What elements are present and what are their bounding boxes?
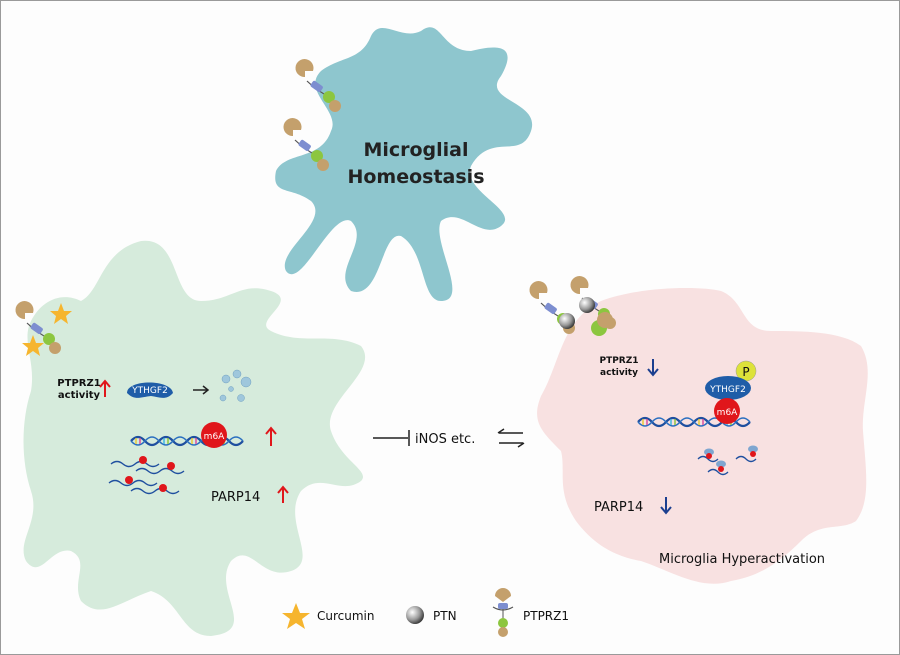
arrow-right-icon: [193, 385, 210, 395]
inhibition-arrow-icon: [373, 430, 410, 446]
reversible-arrows-icon: [497, 428, 525, 448]
up-arrow-icon: [277, 485, 289, 503]
m6a-label-left: m6A: [204, 432, 225, 442]
legend-ptn: PTN: [433, 609, 457, 623]
ptprz1-activity-label-left-2: activity: [58, 390, 101, 401]
parp14-label-right: PARP14: [594, 500, 643, 515]
inos-label: iNOS etc.: [415, 432, 475, 447]
hyperactivation-label: Microglia Hyperactivation: [659, 552, 825, 567]
methylated-transcripts-icon: [108, 456, 185, 495]
ptprz1-activity-label-left: PTPRZ1: [57, 378, 100, 389]
legend-ptprz1: PTPRZ1: [523, 609, 569, 623]
ythdf2-label-right: YTHGF2: [709, 385, 746, 395]
degraded-mrna-fragments-icon: [219, 369, 252, 402]
homeostasis-label-1: Microglial: [363, 139, 468, 161]
ythdf2-protein: [127, 382, 173, 398]
down-arrow-icon: [660, 497, 672, 515]
homeostasis-label-2: Homeostasis: [347, 166, 484, 188]
m6a-mark-right: [714, 398, 740, 424]
activated-cell-left: [23, 240, 366, 636]
up-arrow-icon: [99, 379, 111, 397]
ptn-legend-icon: [406, 606, 424, 624]
hyperactivated-cell-right: [537, 288, 868, 584]
parp14-label-left: PARP14: [211, 490, 260, 505]
m6a-label-right: m6A: [717, 408, 738, 418]
bound-transcripts-icon: [697, 445, 758, 476]
ptprz1-activity-label-right-2: activity: [600, 368, 638, 378]
homeostasis-cell: [275, 27, 533, 302]
curcumin-legend-icon: [282, 603, 310, 629]
ptprz1-legend-icon: [492, 588, 514, 637]
down-arrow-icon: [647, 359, 659, 377]
ythdf2-protein-right: [705, 376, 751, 400]
curcumin-bound-receptor-icon: [14, 300, 72, 356]
phospho-label: P: [742, 365, 749, 379]
ptprz1-activity-label-right: PTPRZ1: [599, 356, 638, 366]
m6a-mark: [201, 422, 227, 448]
ythdf2-label-left: YTHGF2: [131, 386, 168, 396]
legend-curcumin: Curcumin: [317, 609, 375, 623]
ptn-bound-receptor-icon: [528, 275, 617, 336]
up-arrow-icon: [265, 426, 277, 446]
